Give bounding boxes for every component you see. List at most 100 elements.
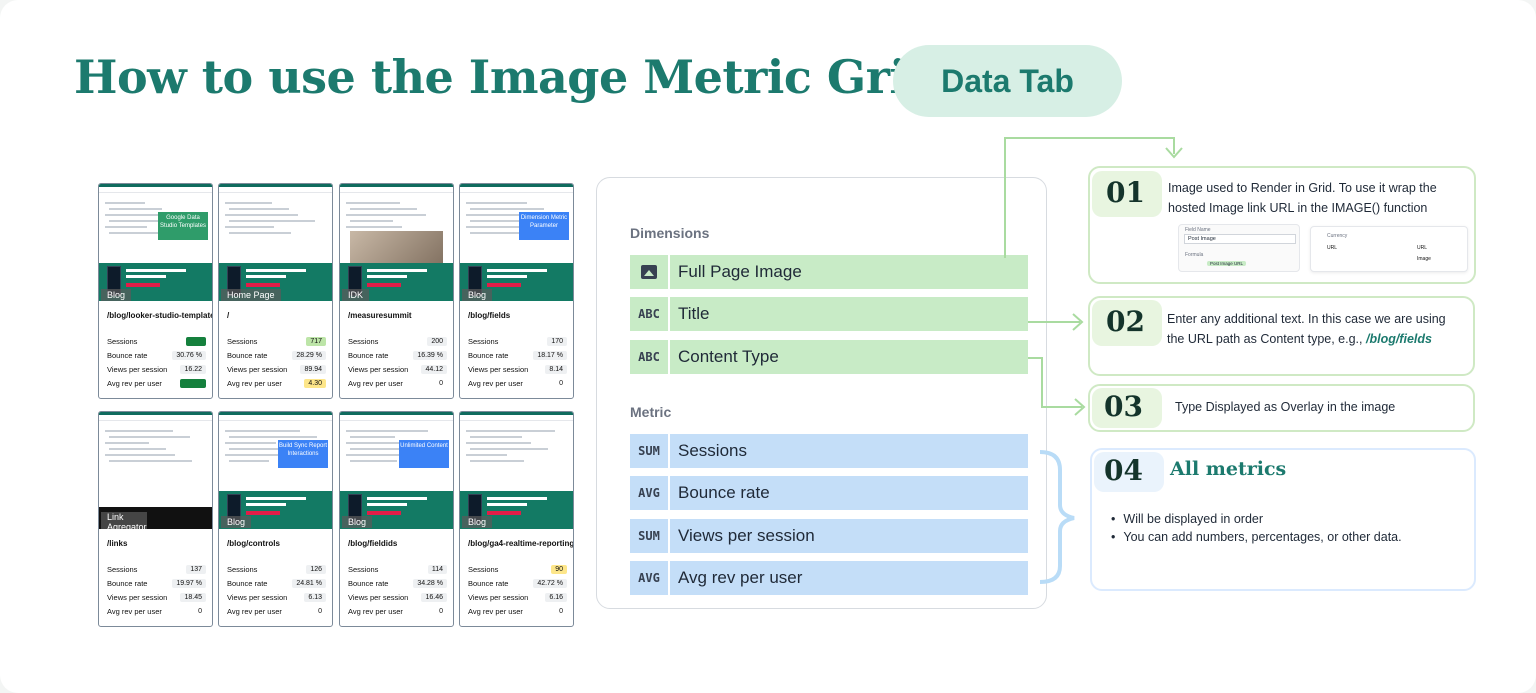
dimension-title[interactable]: ABC Title	[630, 297, 1028, 331]
metric-value: 28.29 %	[292, 351, 326, 360]
content-type-overlay: Home Page	[221, 289, 281, 301]
metric-bounce-rate[interactable]: AVG Bounce rate	[630, 476, 1028, 510]
field-editor-mock: Field Name Post Image Formula Post Image…	[1178, 224, 1300, 272]
mock-field-name: Field Name	[1185, 227, 1211, 233]
thumbnail-promo-text: Build Sync Report Interactions	[278, 440, 328, 468]
metric-value: 6.16	[545, 593, 567, 602]
metric-value: 0	[559, 608, 563, 615]
dimension-full-page-image[interactable]: Full Page Image	[630, 255, 1028, 289]
aggregation-tag: AVG	[630, 476, 668, 510]
step-03-number: 03	[1104, 390, 1143, 423]
metric-name: Avg rev per user	[107, 379, 162, 388]
metric-name: Sessions	[468, 337, 499, 346]
step-04-bullet: Will be displayed in order	[1111, 512, 1263, 526]
metric-value: 717	[306, 337, 326, 346]
metric-views-per-session[interactable]: SUM Views per session	[630, 519, 1028, 553]
metric-value: 90	[551, 565, 567, 574]
content-type-overlay: Blog	[342, 516, 373, 528]
dimension-content-type[interactable]: ABC Content Type	[630, 340, 1028, 374]
page-thumbnail: Link Agregator	[99, 412, 212, 529]
metric-avg-rev-per-user[interactable]: AVG Avg rev per user	[630, 561, 1028, 595]
metric-row: Bounce rate 28.29 %	[227, 349, 326, 362]
metric-value: 801	[186, 337, 206, 346]
metric-row: Avg rev per user 0	[348, 605, 447, 618]
metric-value: 4.30	[304, 379, 326, 388]
content-type-overlay: IDK	[342, 289, 370, 301]
step-number-bg	[1094, 452, 1164, 492]
metric-name: Bounce rate	[348, 579, 389, 588]
thumbnail-promo-text: Dimension Metric Parameter	[519, 212, 569, 240]
metrics-brace	[1039, 450, 1075, 584]
step-02-text: Enter any additional text. In this case …	[1167, 309, 1463, 349]
metric-row: Sessions 717	[227, 335, 326, 348]
metric-name: Views per session	[227, 365, 288, 374]
dimensions-heading: Dimensions	[630, 225, 710, 241]
metric-name: Avg rev per user	[348, 607, 403, 616]
card-title: /blog/fieldids	[348, 539, 398, 548]
page-title: How to use the Image Metric Grid	[74, 50, 939, 104]
dimension-label: Full Page Image	[670, 255, 1028, 289]
metric-name: Bounce rate	[227, 579, 268, 588]
metric-sessions[interactable]: SUM Sessions	[630, 434, 1028, 468]
mock-menu-url: URL	[1327, 245, 1338, 251]
card-title: /measuresummit	[348, 311, 412, 320]
thumbnail-promo-text: Google Data Studio Templates	[158, 212, 208, 240]
metric-value: 0	[439, 608, 443, 615]
metric-value: 24.81 %	[292, 579, 326, 588]
metric-name: Sessions	[107, 337, 138, 346]
image-icon	[641, 265, 657, 279]
metric-value: 19.97 %	[172, 579, 206, 588]
metric-name: Bounce rate	[107, 351, 148, 360]
content-type-overlay: Blog	[221, 516, 252, 528]
metric-name: Views per session	[348, 365, 409, 374]
metric-value: 16.22	[180, 365, 206, 374]
metric-value: 200	[427, 337, 447, 346]
arrow-head-03	[1074, 398, 1086, 416]
card-title: /blog/looker-studio-templates	[107, 311, 213, 320]
mock-sub-url: URL	[1417, 245, 1428, 251]
metric-name: Bounce rate	[468, 579, 509, 588]
metric-label: Sessions	[670, 434, 1028, 468]
metric-value: 16.39 %	[413, 351, 447, 360]
metric-name: Sessions	[227, 565, 258, 574]
metric-name: Sessions	[227, 337, 258, 346]
metric-name: Views per session	[227, 593, 288, 602]
page-thumbnail: Blog	[460, 412, 573, 529]
text-type-tag: ABC	[630, 297, 668, 331]
step-03-text: Type Displayed as Overlay in the image	[1175, 400, 1396, 414]
metric-label: Views per session	[670, 519, 1028, 553]
metric-value: 0	[559, 380, 563, 387]
mock-formula: Formula	[1185, 252, 1204, 258]
aggregation-tag: SUM	[630, 434, 668, 468]
dimension-label: Title	[670, 297, 1028, 331]
metric-name: Sessions	[107, 565, 138, 574]
metric-name: Views per session	[107, 365, 168, 374]
step-02-example: /blog/fields	[1365, 332, 1432, 346]
metric-name: Avg rev per user	[227, 379, 282, 388]
step-02-number: 02	[1106, 305, 1145, 338]
metric-name: Bounce rate	[227, 351, 268, 360]
metric-name: Views per session	[468, 593, 529, 602]
mock-sub-image: Image	[1417, 256, 1431, 262]
